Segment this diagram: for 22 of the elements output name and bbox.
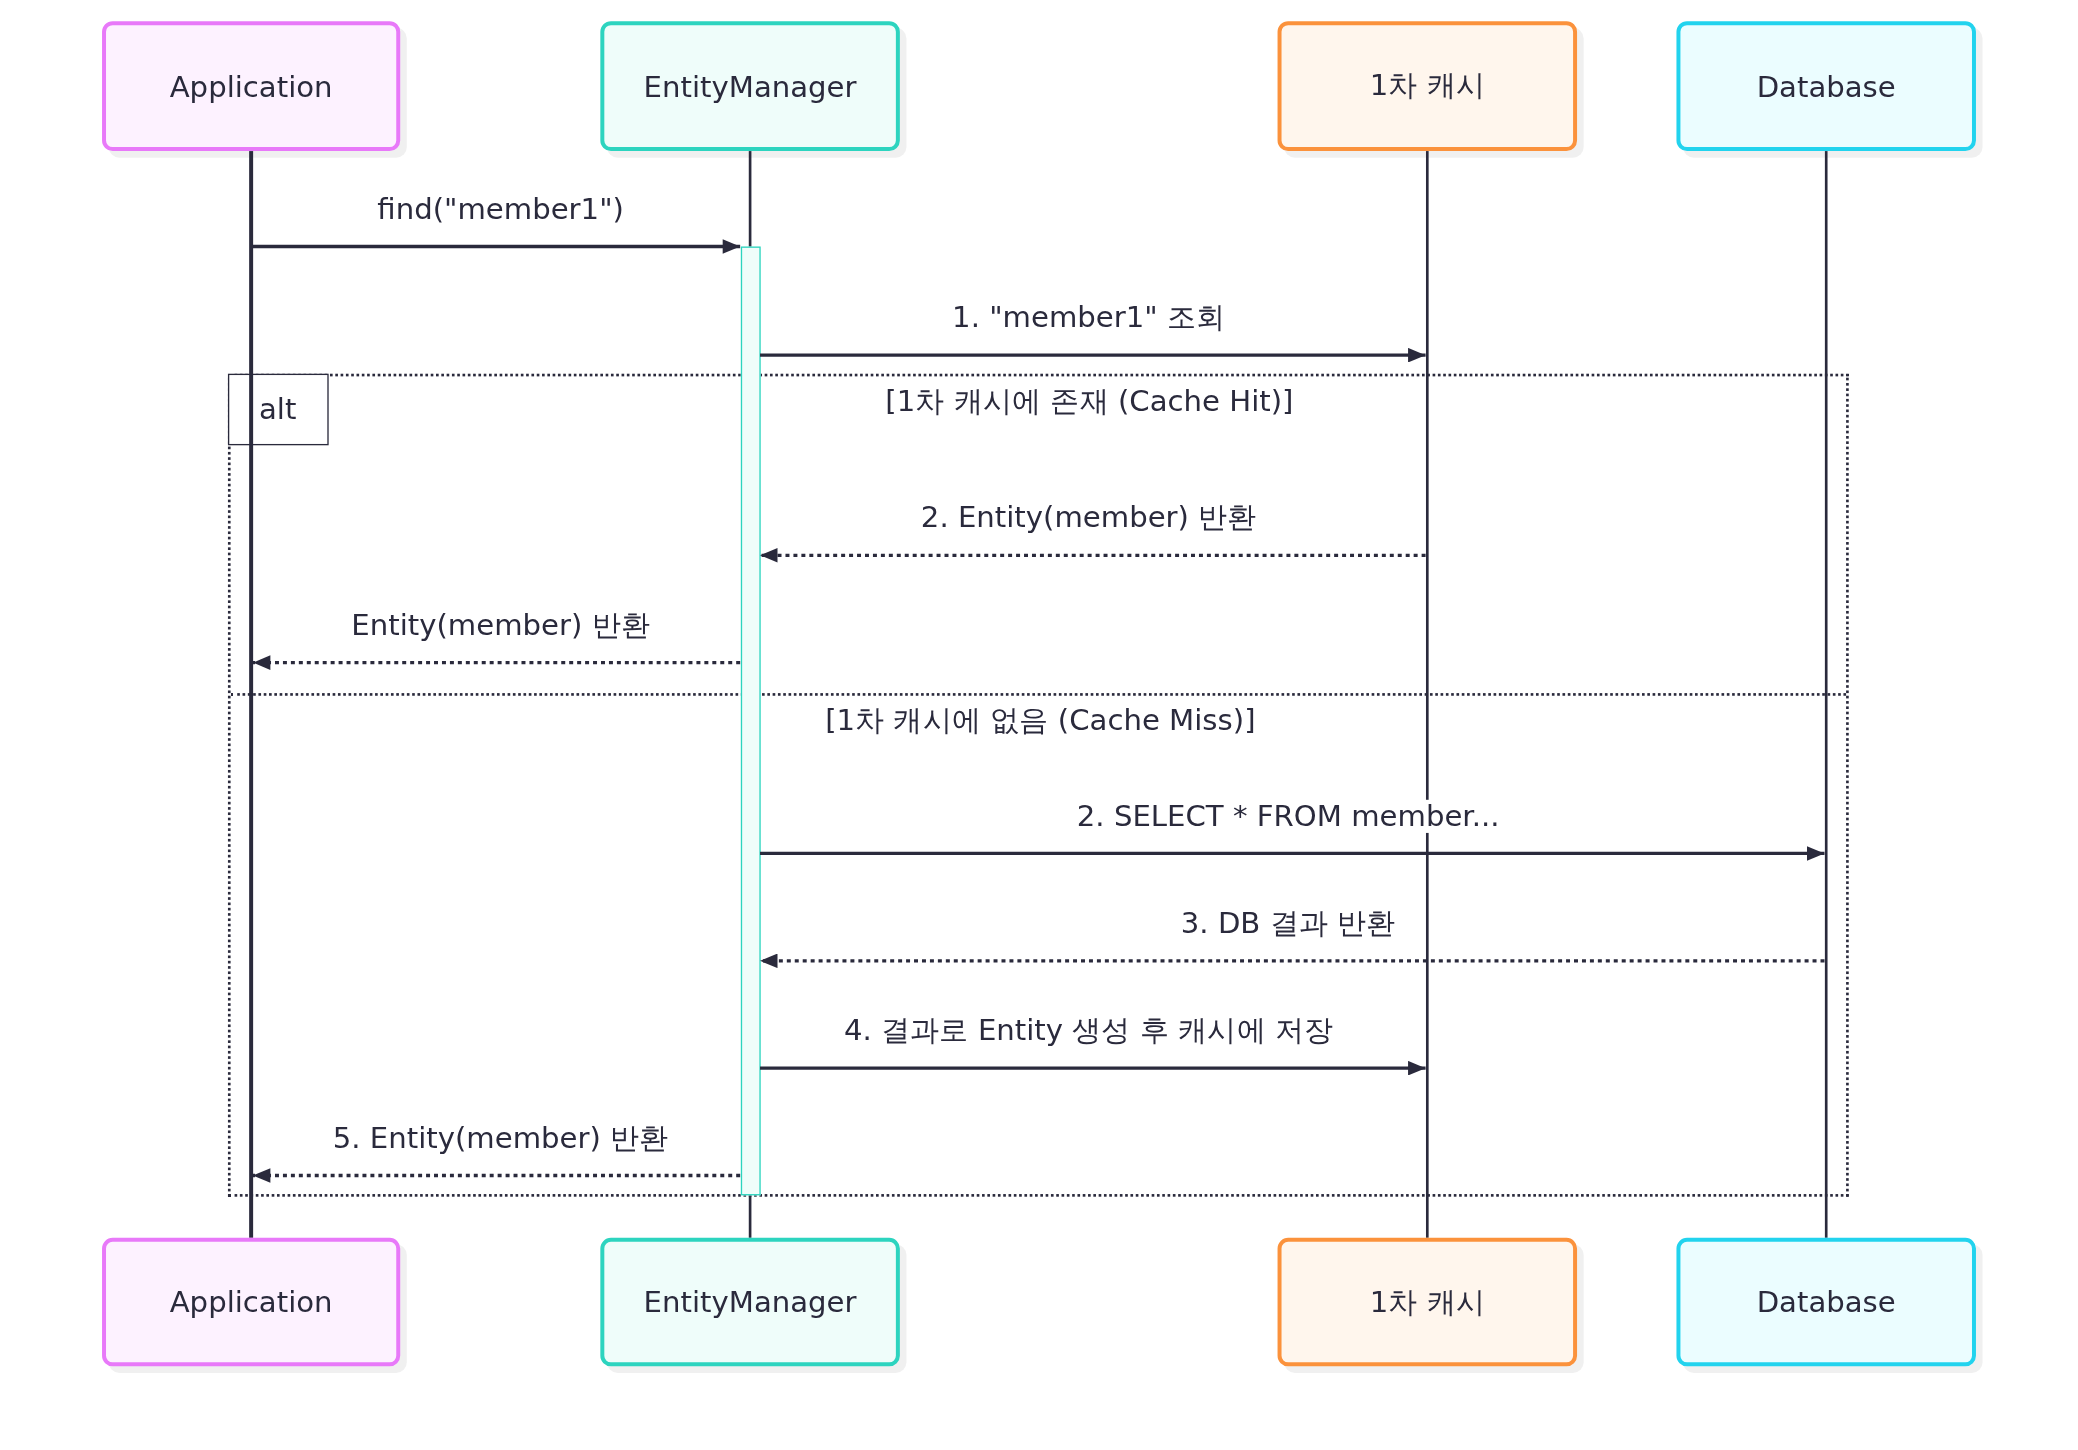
- participant-box: Database: [1676, 21, 1976, 152]
- return-arrow: [760, 548, 1426, 563]
- message-arrow: [252, 239, 741, 254]
- message-arrow: [760, 846, 1825, 861]
- return-arrow: [252, 655, 741, 670]
- participant-box: EntityManager: [600, 21, 900, 152]
- lifeline: [1824, 151, 1828, 1238]
- activation-bar: [740, 246, 761, 1196]
- participant-box: Application: [102, 21, 401, 152]
- guard-label: [1차 캐시에 없음 (Cache Miss)]: [825, 702, 1256, 739]
- participant-box: EntityManager: [600, 1237, 900, 1367]
- return-arrow: [252, 1168, 741, 1183]
- participant-box: Application: [102, 1237, 401, 1367]
- participant-box: Database: [1676, 1237, 1976, 1367]
- guard-label: [1차 캐시에 존재 (Cache Hit)]: [885, 383, 1294, 420]
- participant-box: 1차 캐시: [1277, 1237, 1578, 1367]
- message-arrow: [760, 347, 1426, 363]
- alt-tab: alt: [227, 373, 328, 445]
- message-arrow: [760, 1060, 1426, 1076]
- return-arrow: [760, 953, 1825, 969]
- participant-box: 1차 캐시: [1277, 21, 1578, 152]
- lifeline: [249, 151, 253, 1238]
